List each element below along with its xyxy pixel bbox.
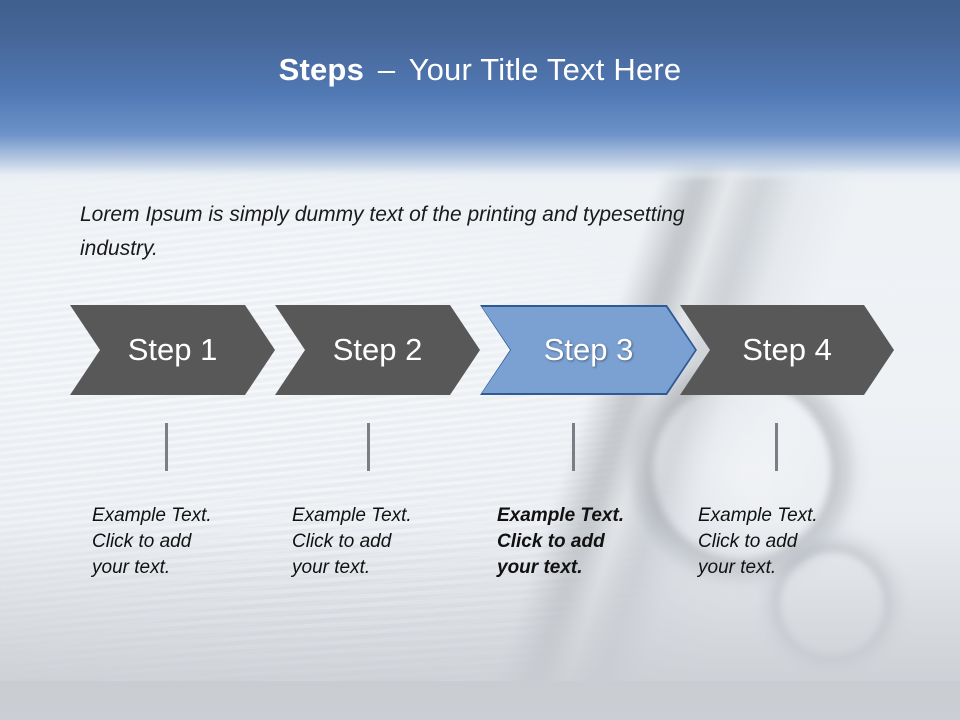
- caption-1-line-2: Click to add: [92, 531, 192, 552]
- process-step-3-label: Step 3: [543, 332, 634, 367]
- connector-tick-2: [367, 423, 370, 471]
- caption-2[interactable]: Example Text. Click to add your text.: [292, 503, 482, 581]
- caption-3-line-1: Example Text.: [497, 505, 625, 526]
- process-chevron-row: Step 1 Step 2 Step 3 Step 4: [0, 305, 960, 395]
- caption-1-line-1: Example Text.: [92, 505, 212, 526]
- lead-paragraph-line-2: industry.: [80, 237, 158, 260]
- process-step-1-label: Step 1: [127, 332, 218, 367]
- page-title: Steps – Your Title Text Here: [0, 52, 960, 88]
- caption-3[interactable]: Example Text. Click to add your text.: [497, 503, 687, 581]
- lead-paragraph: Lorem Ipsum is simply dummy text of the …: [80, 198, 892, 266]
- caption-4-line-2: Click to add: [698, 531, 798, 552]
- process-step-3[interactable]: Step 3: [480, 305, 697, 395]
- caption-2-line-3: your text.: [292, 557, 371, 578]
- process-step-2[interactable]: Step 2: [275, 305, 480, 395]
- page-title-rest: Your Title Text Here: [408, 52, 682, 87]
- caption-4-line-1: Example Text.: [698, 505, 818, 526]
- caption-4-line-3: your text.: [698, 557, 777, 578]
- connector-tick-3: [572, 423, 575, 471]
- header-band: [0, 0, 960, 182]
- process-step-1[interactable]: Step 1: [70, 305, 275, 395]
- caption-1[interactable]: Example Text. Click to add your text.: [92, 503, 282, 581]
- caption-1-line-3: your text.: [92, 557, 171, 578]
- caption-3-line-3: your text.: [497, 557, 583, 578]
- process-step-4-label: Step 4: [742, 332, 832, 367]
- caption-3-line-2: Click to add: [497, 531, 605, 552]
- lead-paragraph-line-1: Lorem Ipsum is simply dummy text of the …: [80, 203, 685, 226]
- process-step-2-label: Step 2: [332, 332, 423, 367]
- bottom-band: [0, 681, 960, 720]
- page-title-dash: –: [377, 52, 396, 87]
- page-title-bold: Steps: [278, 52, 365, 87]
- process-step-4[interactable]: Step 4: [680, 305, 894, 395]
- caption-4[interactable]: Example Text. Click to add your text.: [698, 503, 888, 581]
- caption-2-line-2: Click to add: [292, 531, 392, 552]
- caption-2-line-1: Example Text.: [292, 505, 412, 526]
- process-step-3-fill: [482, 307, 695, 393]
- connector-tick-4: [775, 423, 778, 471]
- connector-tick-1: [165, 423, 168, 471]
